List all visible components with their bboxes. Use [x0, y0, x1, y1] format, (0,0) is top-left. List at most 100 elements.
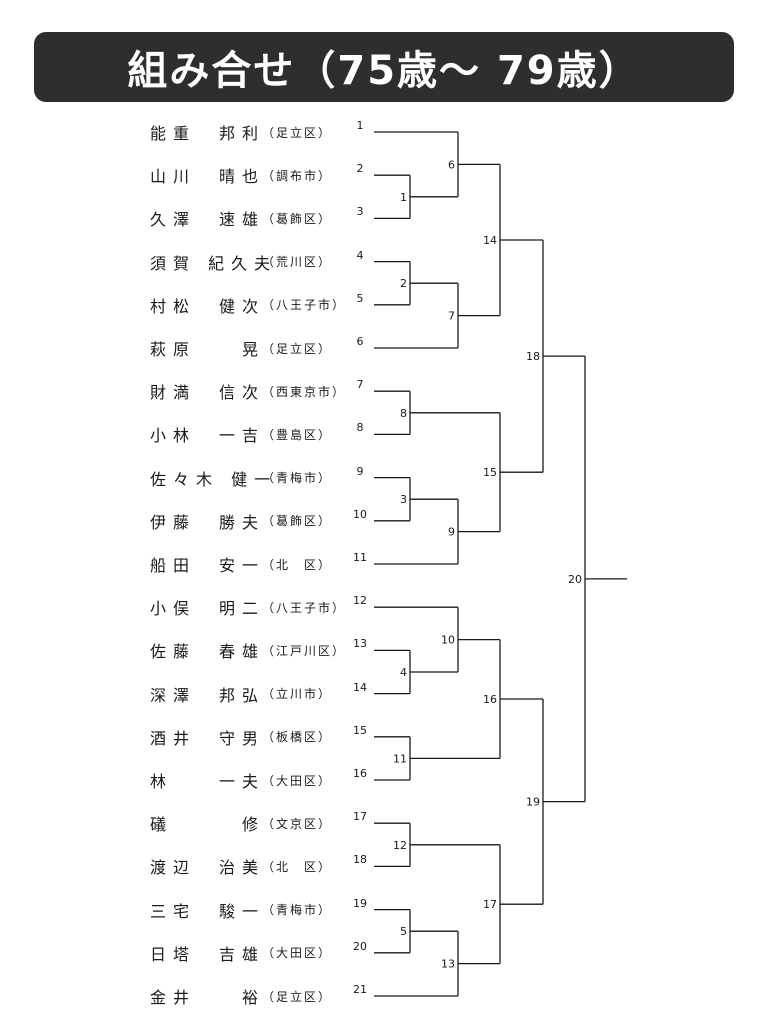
- player-club: （北 区）: [262, 557, 333, 572]
- match-number: 16: [483, 693, 497, 706]
- player-row: 深澤 邦弘（立川市）: [150, 682, 344, 706]
- seed-number: 9: [356, 464, 364, 478]
- match-number: 18: [526, 350, 540, 363]
- player-club: （立川市）: [262, 687, 333, 702]
- match-number: 8: [400, 407, 407, 420]
- player-name: 礒 修: [150, 815, 266, 835]
- match-number: 15: [483, 466, 497, 479]
- match-number: 20: [568, 573, 582, 586]
- seed-number: 19: [353, 896, 367, 910]
- player-name: 酒井 守男: [150, 728, 266, 748]
- player-club: （西東京市）: [262, 384, 347, 399]
- player-club: （青梅市）: [262, 471, 333, 486]
- player-row: 三宅 駿一（青梅市）: [150, 898, 344, 922]
- player-row: 久澤 速雄（葛飾区）: [150, 206, 344, 230]
- match-number: 3: [400, 493, 407, 506]
- seed-number: 1: [356, 119, 364, 132]
- match-number: 14: [483, 234, 497, 247]
- seed-number: 10: [353, 507, 367, 521]
- seed-number: 13: [353, 637, 367, 651]
- match-number: 17: [483, 898, 497, 911]
- player-row: 林 一夫（大田区）: [150, 768, 344, 792]
- seed-number: 5: [356, 291, 364, 305]
- seed-number: 2: [356, 162, 364, 176]
- player-name: 船田 安一: [150, 556, 266, 575]
- player-row: 金井 裕（足立区）: [150, 984, 344, 1008]
- seed-number: 18: [353, 853, 367, 867]
- match-number: 13: [441, 958, 455, 971]
- player-row: 伊藤 勝夫（葛飾区）: [150, 509, 344, 533]
- player-club: （大田区）: [262, 946, 333, 961]
- player-row: 渡辺 治美（北 区）: [150, 854, 344, 878]
- player-club: （豊島区）: [262, 427, 333, 442]
- match-number: 1: [400, 191, 407, 204]
- player-row: 礒 修（文京区）: [150, 811, 344, 835]
- seed-number: 6: [356, 335, 364, 348]
- player-name: 財満 信次: [150, 383, 266, 403]
- match-number: 10: [441, 634, 455, 647]
- seed-number: 7: [356, 378, 364, 392]
- seed-number: 17: [353, 810, 367, 824]
- player-name: 佐藤 春雄: [150, 642, 266, 662]
- player-club: （文京区）: [262, 816, 333, 831]
- player-name: 久澤 速雄: [150, 210, 266, 230]
- player-club: （足立区）: [262, 989, 333, 1004]
- player-row: 村松 健次（八王子市）: [150, 293, 344, 317]
- seed-number: 15: [353, 723, 367, 737]
- player-row: 酒井 守男（板橋区）: [150, 725, 344, 749]
- seed-number: 12: [353, 594, 367, 608]
- player-row: 須賀 紀久夫（荒川区）: [150, 250, 344, 274]
- player-club: （北 区）: [262, 859, 333, 874]
- player-row: 船田 安一（北 区）: [150, 552, 344, 576]
- player-row: 佐々木 健一（青梅市）: [150, 466, 344, 490]
- seed-number: 20: [353, 939, 367, 953]
- player-name: 村松 健次: [150, 296, 266, 316]
- seed-number: 4: [356, 248, 364, 262]
- player-row: 能重 邦利（足立区）: [150, 120, 344, 144]
- seed-number: 8: [356, 421, 364, 435]
- player-club: （江戸川区）: [262, 643, 347, 658]
- player-club: （大田区）: [262, 773, 333, 788]
- player-row: 萩原 晃（足立区）: [150, 336, 344, 360]
- match-number: 12: [393, 839, 407, 852]
- match-number: 19: [526, 796, 540, 809]
- seed-number: 16: [353, 767, 367, 780]
- match-number: 5: [400, 925, 407, 938]
- player-name: 萩原 晃: [150, 340, 266, 359]
- match-number: 9: [448, 526, 455, 539]
- match-number: 6: [448, 158, 455, 171]
- player-name: 渡辺 治美: [150, 858, 266, 878]
- player-name: 伊藤 勝夫: [150, 512, 266, 532]
- seed-number: 11: [353, 551, 367, 564]
- player-name: 深澤 邦弘: [150, 685, 266, 705]
- player-name: 日塔 吉雄: [150, 944, 266, 964]
- player-club: （足立区）: [262, 125, 333, 140]
- player-club: （調布市）: [262, 168, 333, 183]
- title-banner: 組み合せ（75歳～ 79歳）: [34, 32, 734, 102]
- player-row: 財満 信次（西東京市）: [150, 379, 344, 403]
- player-club: （葛飾区）: [262, 514, 333, 529]
- player-row: 山川 晴也（調布市）: [150, 163, 344, 187]
- match-number: 2: [400, 277, 407, 290]
- seed-number: 14: [353, 680, 367, 694]
- player-name: 小俣 明二: [150, 599, 266, 619]
- player-name: 小林 一吉: [150, 426, 266, 446]
- match-number: 4: [400, 666, 407, 679]
- player-club: （板橋区）: [262, 730, 333, 745]
- player-row: 日塔 吉雄（大田区）: [150, 941, 344, 965]
- player-club: （葛飾区）: [262, 211, 333, 226]
- player-name: 林 一夫: [150, 772, 266, 791]
- player-row: 佐藤 春雄（江戸川区）: [150, 638, 344, 662]
- player-row: 小俣 明二（八王子市）: [150, 595, 344, 619]
- seed-number: 21: [353, 983, 367, 996]
- page-title: 組み合せ（75歳～ 79歳）: [127, 48, 641, 94]
- match-number: 11: [393, 752, 407, 765]
- player-row: 小林 一吉（豊島区）: [150, 422, 344, 446]
- match-number: 7: [448, 310, 455, 323]
- player-name: 須賀 紀久夫: [150, 253, 278, 273]
- player-name: 金井 裕: [150, 988, 266, 1007]
- player-name: 佐々木 健一: [150, 469, 278, 489]
- player-club: （足立区）: [262, 341, 333, 356]
- seed-number: 3: [356, 205, 364, 219]
- player-club: （青梅市）: [262, 903, 333, 918]
